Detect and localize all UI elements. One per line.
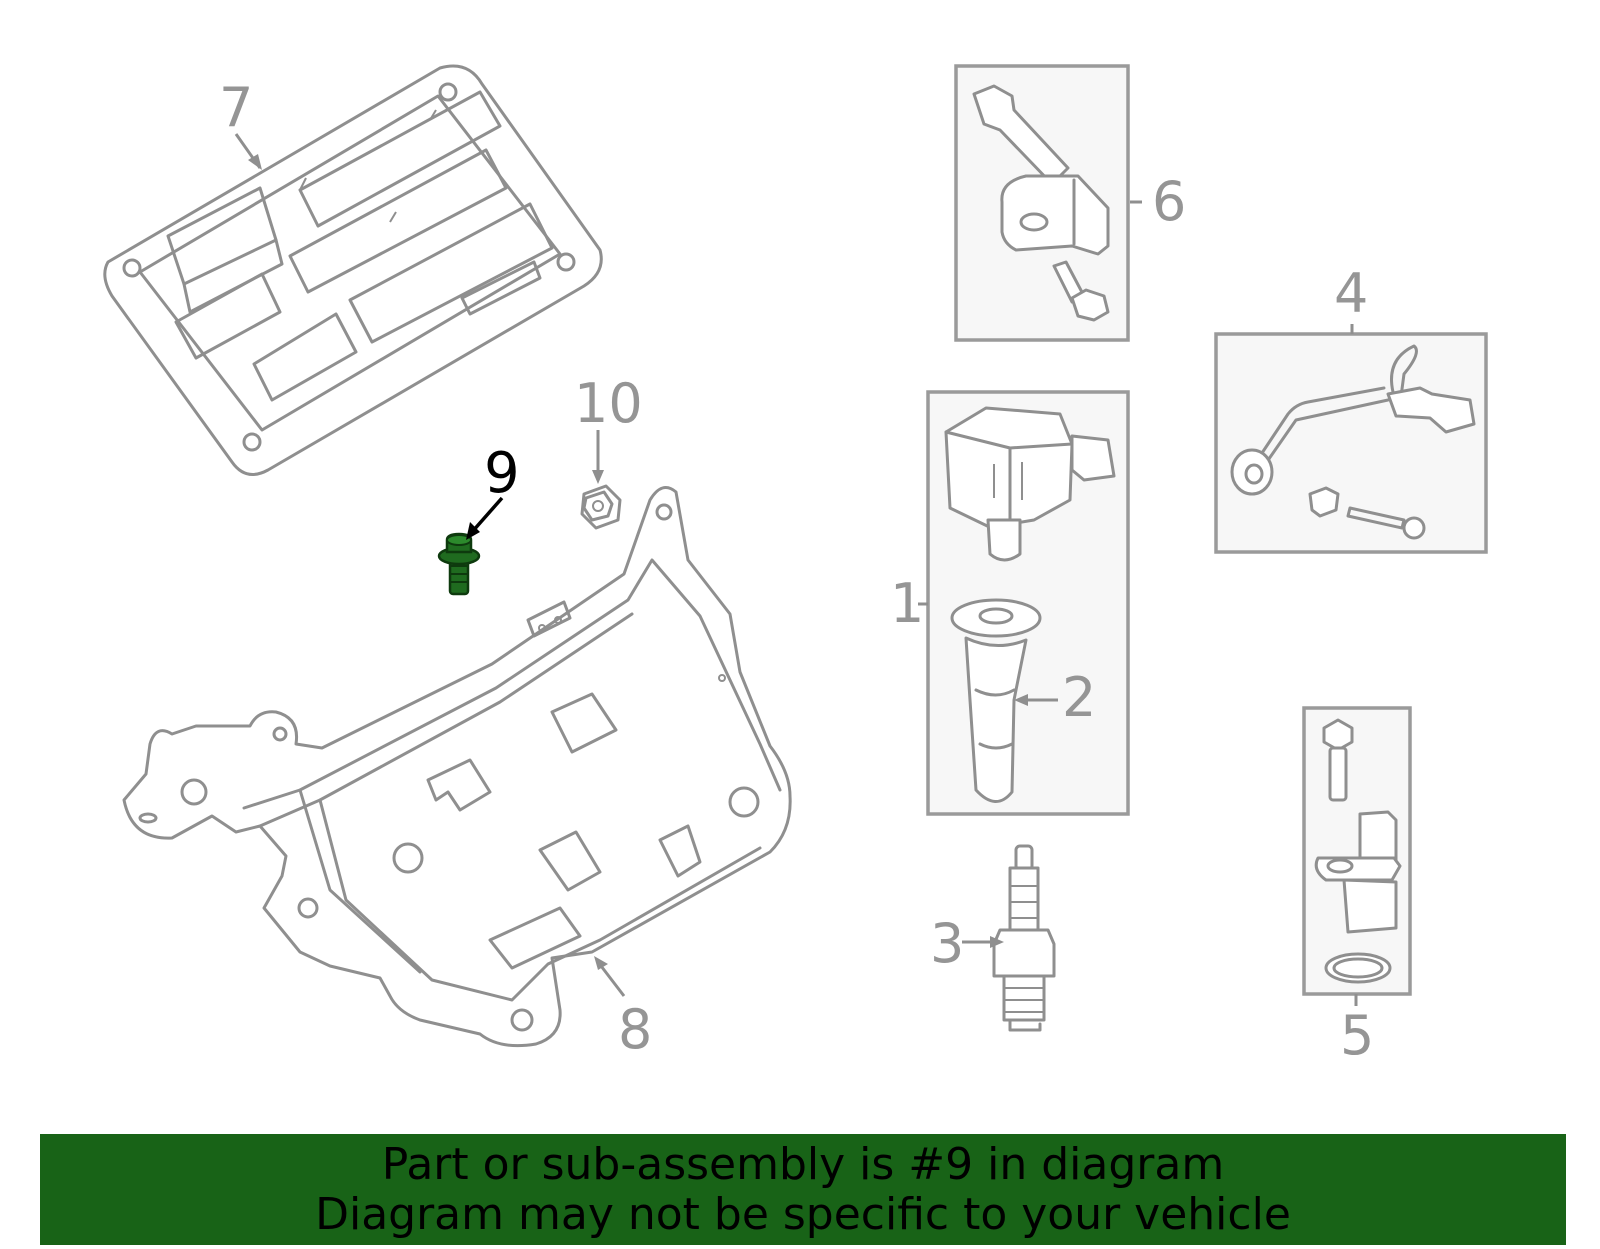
callout-6: 6 [1152,170,1186,233]
callout-3: 3 [930,912,964,975]
info-banner: Part or sub-assembly is #9 in diagram Di… [40,1134,1566,1245]
callout-9: 9 [484,441,520,506]
callout-4: 4 [1334,262,1368,325]
nut-part-10 [580,484,622,530]
sensor-kit-part-5 [1302,706,1412,1006]
callout-10: 10 [574,372,643,435]
ignition-coil-part-1 [918,390,1130,816]
module-bracket-part-8 [122,486,792,1048]
sensor-harness-part-4 [1214,324,1488,554]
banner-line-2: Diagram may not be specific to your vehi… [315,1188,1291,1240]
callout-7: 7 [219,76,253,139]
banner-line-1: Part or sub-assembly is #9 in diagram [381,1138,1225,1190]
callout-8: 8 [618,998,652,1061]
callout-2: 2 [1062,666,1096,729]
parts-diagram: 7 8 10 [103,64,1488,1067]
engine-control-module-part-7 [103,64,603,476]
sensor-kit-part-6 [954,64,1142,342]
bolt-part-9-highlighted [437,532,481,596]
callout-1: 1 [890,572,924,635]
callout-5: 5 [1340,1004,1374,1067]
spark-plug-part-3 [992,844,1056,1032]
